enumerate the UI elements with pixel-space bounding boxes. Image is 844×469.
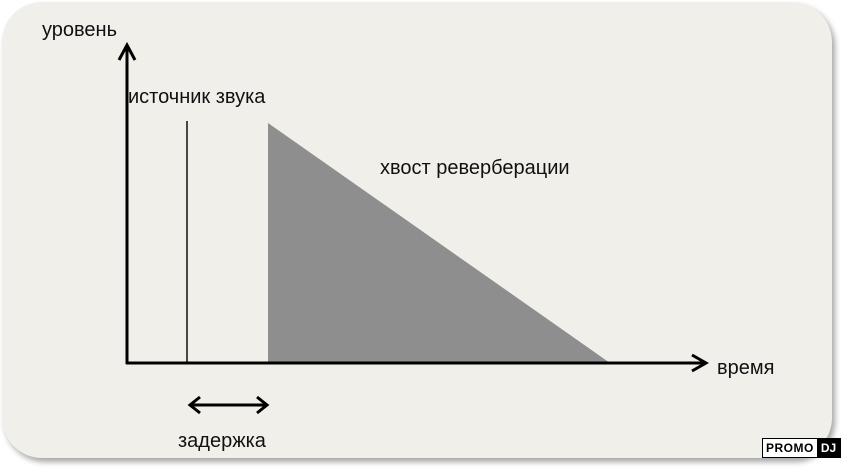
sound-source-label: источник звука <box>128 86 266 108</box>
y-axis-arrowhead <box>117 41 137 61</box>
x-axis-arrowhead <box>691 353 710 373</box>
delay-arrow-right-head <box>256 395 270 415</box>
reverb-tail-shape <box>268 123 610 363</box>
watermark-dj-text: DJ <box>816 439 841 457</box>
delay-arrow-left-head <box>187 395 201 415</box>
x-axis-label: время <box>717 357 775 379</box>
watermark-promo-text: PROMO <box>763 439 817 457</box>
promodj-watermark: PROMO DJ <box>762 438 842 458</box>
delay-label: задержка <box>178 430 266 452</box>
reverb-tail-label: хвост реверберации <box>380 157 570 179</box>
y-axis-label: уровень <box>42 19 118 41</box>
